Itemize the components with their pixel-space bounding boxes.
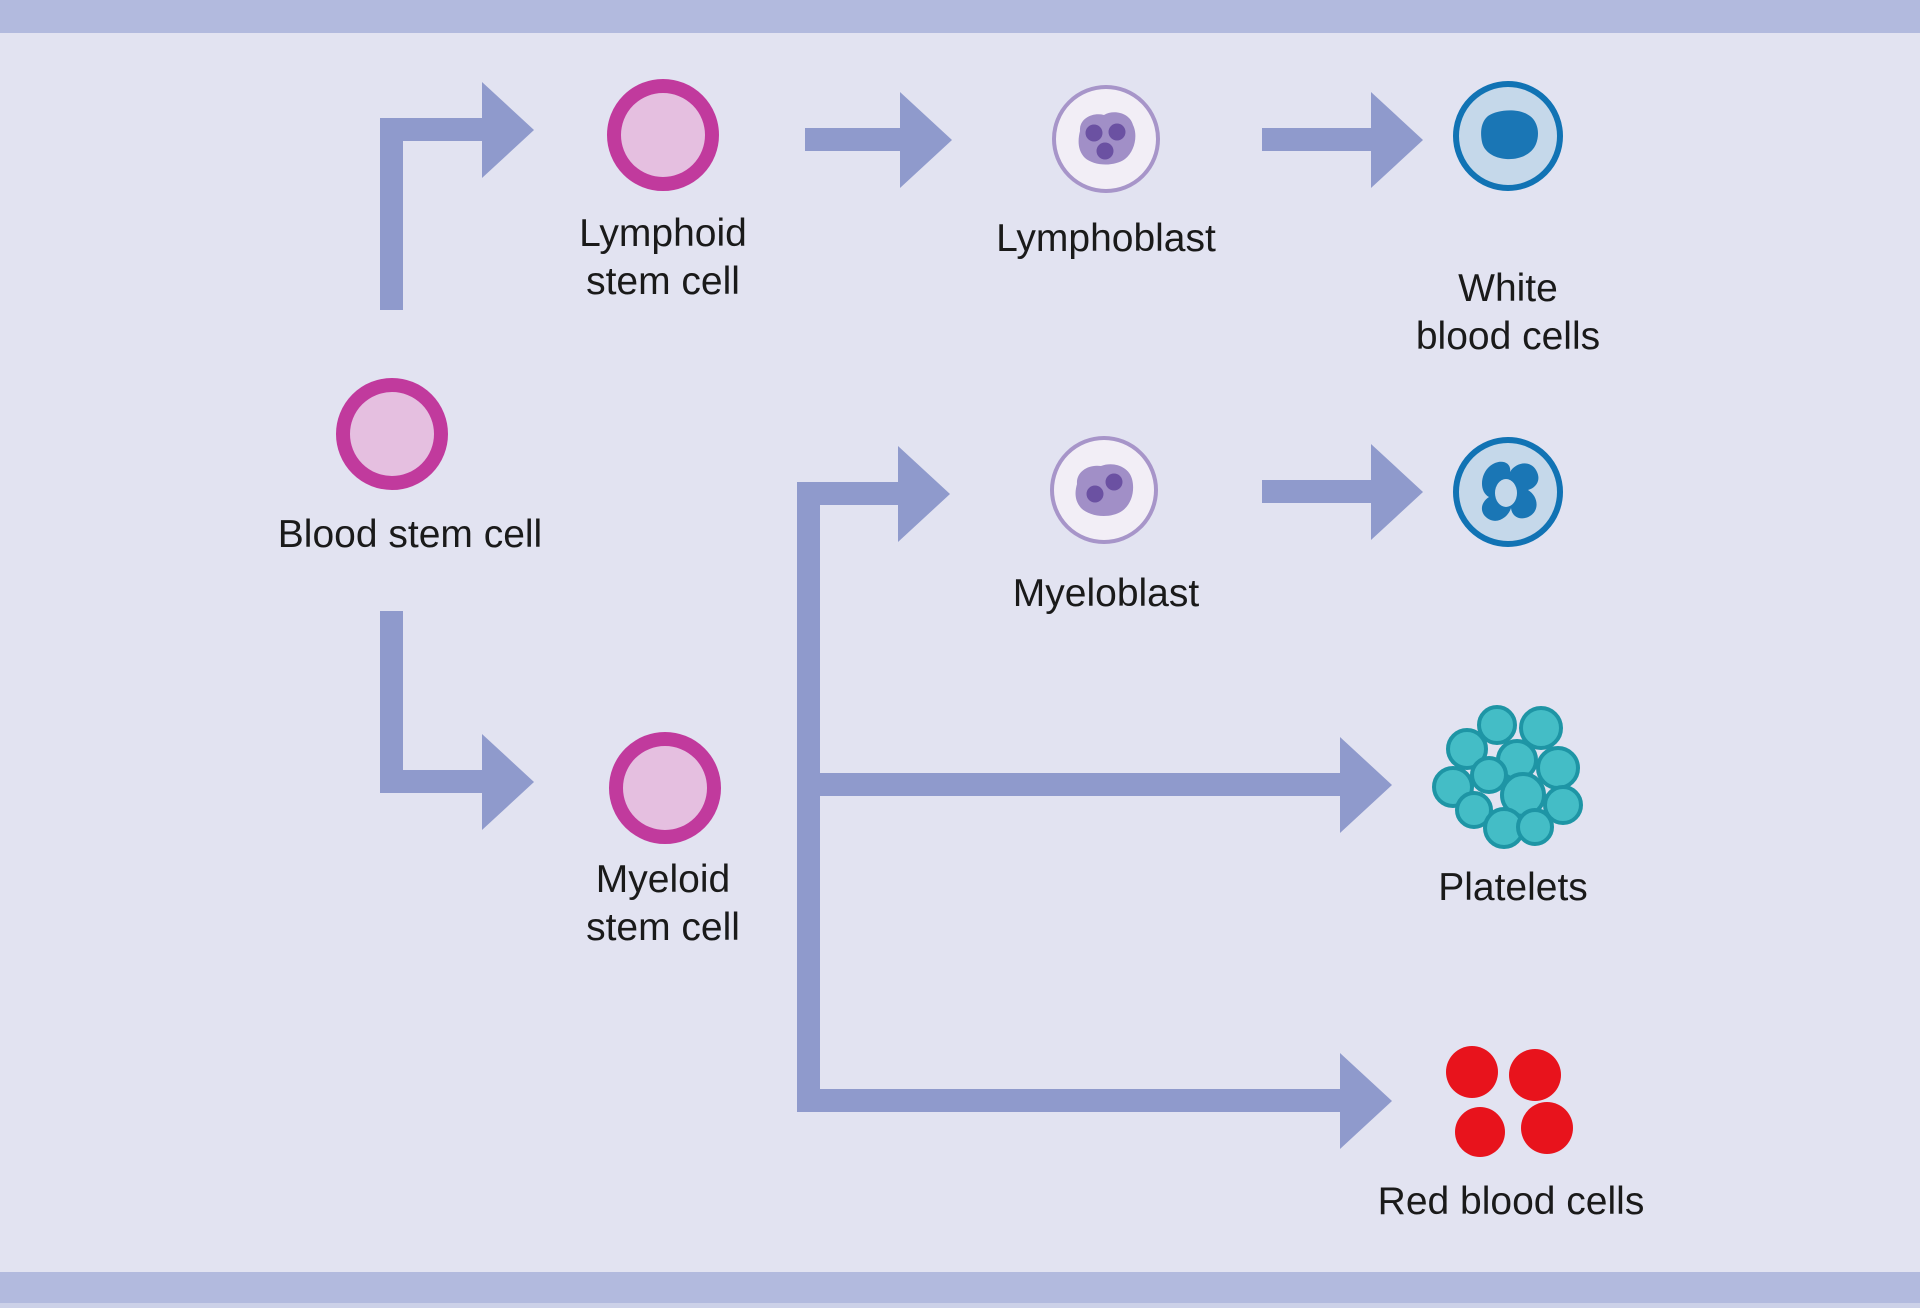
myeloblast-label: Myeloblast [1012, 572, 1200, 615]
lymphoid-stem-cell-label: Lymphoid stem cell [579, 210, 747, 306]
lymphoid-stem-cell-label-line2: stem cell [586, 260, 740, 303]
myeloid-stem-cell-icon [609, 732, 721, 844]
myeloid-stem-cell-label-line2: stem cell [586, 906, 740, 949]
white-blood-cells-label-line1: White [1458, 267, 1558, 310]
arrow-blood-to-myeloid-head-icon [482, 734, 534, 830]
lymphoblast-cell-icon [1052, 85, 1160, 193]
arrow-myeloid-to-rbc [797, 1089, 1345, 1112]
platelets-label: Platelets [1438, 866, 1588, 909]
myeloblast-cell-icon [1050, 436, 1158, 544]
red-blood-cells-label: Red blood cells [1377, 1180, 1645, 1223]
lymphoid-stem-cell-label-line1: Lymphoid [579, 212, 747, 255]
white-blood-cells-label: White blood cells [1416, 265, 1600, 361]
arrow-myeloid-to-platelets-head-icon [1340, 737, 1392, 833]
white-blood-cell-icon [1453, 81, 1563, 191]
platelets-cluster-icon [1432, 705, 1583, 849]
blood-stem-cell-label: Blood stem cell [277, 513, 543, 556]
top-border-bar [0, 0, 1920, 33]
myeloid-stem-cell-label-line1: Myeloid [595, 858, 731, 901]
arrow-blood-to-lymphoid-head-icon [482, 82, 534, 178]
arrow-lymphoblast-to-wbc-head-icon [1371, 92, 1423, 188]
arrow-lymphoid-to-lymphoblast [805, 128, 908, 151]
arrow-myeloblast-to-wbc [1262, 480, 1377, 503]
arrow-myeloblast-to-wbc-head-icon [1371, 444, 1423, 540]
arrow-blood-to-myeloid-vertical [380, 611, 403, 793]
arrow-lymphoblast-to-wbc [1262, 128, 1377, 151]
arrow-blood-to-lymphoid-vertical [380, 118, 403, 310]
bottom-border-highlight [0, 1303, 1920, 1308]
bottom-border-bar [0, 1272, 1920, 1303]
white-blood-cells-label-line2: blood cells [1415, 315, 1601, 358]
arrow-lymphoid-to-lymphoblast-head-icon [900, 92, 952, 188]
arrow-blood-to-myeloid-horizontal [380, 770, 488, 793]
red-blood-cells-icon [1446, 1046, 1573, 1157]
arrow-myeloid-to-myeloblast [797, 482, 905, 505]
myeloid-branch-trunk [797, 482, 820, 1111]
lymphoid-stem-cell-icon [607, 79, 719, 191]
arrow-myeloid-to-rbc-head-icon [1340, 1053, 1392, 1149]
arrow-myeloid-to-myeloblast-head-icon [898, 446, 950, 542]
myeloid-stem-cell-label: Myeloid stem cell [586, 856, 740, 952]
blood-stem-cell-icon [336, 378, 448, 490]
white-blood-cell-lobed-icon [1453, 437, 1563, 547]
arrow-myeloid-to-platelets [797, 773, 1345, 796]
lymphoblast-label: Lymphoblast [996, 217, 1216, 260]
arrow-blood-to-lymphoid-horizontal [380, 118, 488, 141]
